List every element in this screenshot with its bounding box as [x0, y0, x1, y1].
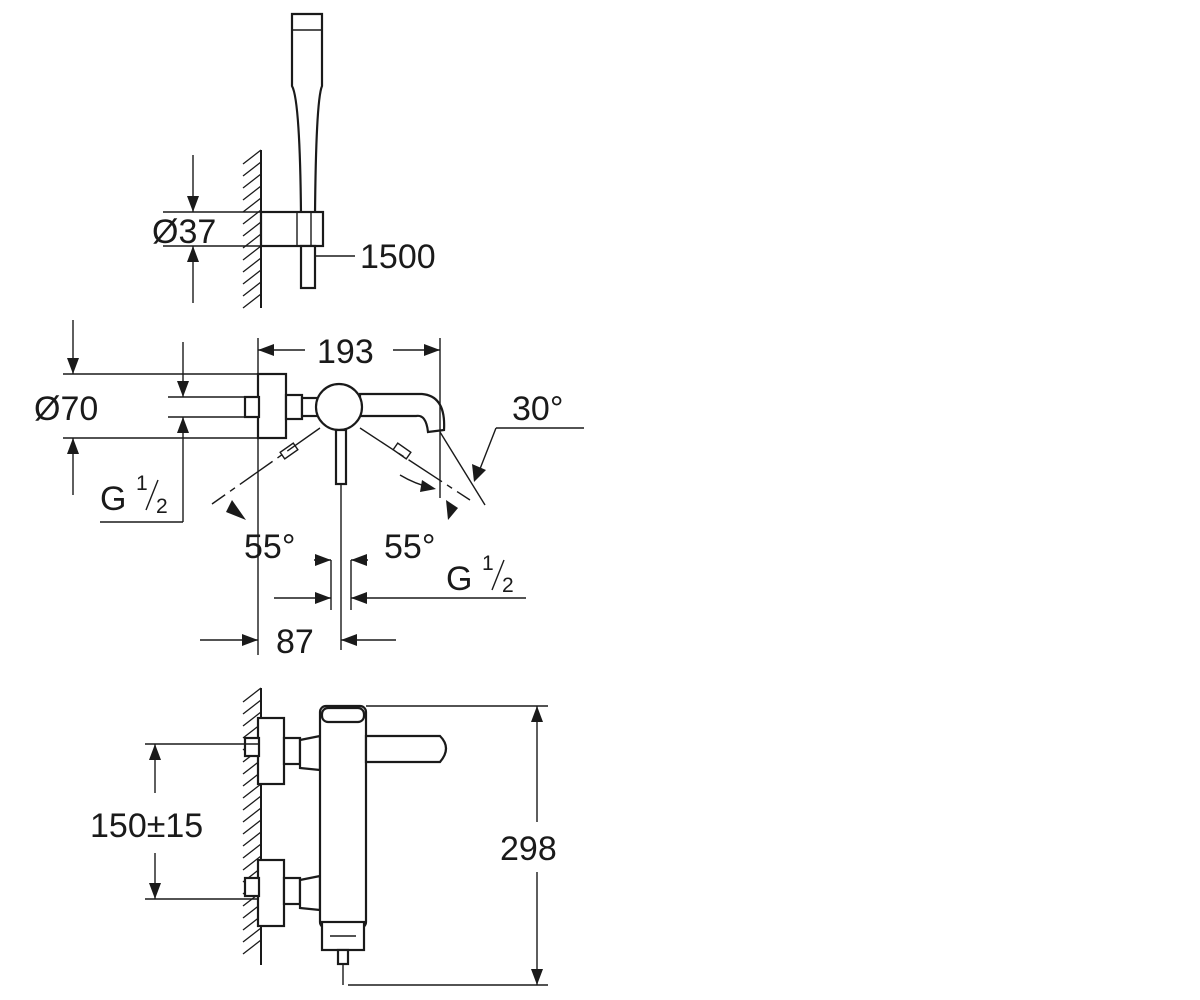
height-label: 298 — [500, 830, 557, 868]
hatch-line — [242, 269, 262, 285]
thread-left-dimension: G 1 2 — [100, 342, 245, 523]
front-view: 150±15 298 — [90, 687, 557, 986]
hatch-line — [242, 257, 262, 273]
hatch-line — [242, 783, 262, 799]
hatch-line — [242, 807, 262, 823]
hose-length-dimension: 1500 — [315, 238, 436, 276]
thread-left-label: G — [100, 480, 126, 518]
centres-label: 150±15 — [90, 807, 203, 845]
spout-angle-label: 30° — [512, 390, 563, 428]
hatch-line — [242, 843, 262, 859]
hatch-line — [242, 831, 262, 847]
hand-shower-view: Ø37 1500 — [152, 12, 436, 309]
hatch-line — [242, 185, 262, 201]
thread-right-denominator: 2 — [502, 574, 514, 597]
hatch-line — [242, 245, 262, 261]
hatch-line — [242, 699, 262, 715]
hatch-line — [242, 281, 262, 297]
hatch-line — [242, 197, 262, 213]
hatch-line — [242, 939, 262, 955]
thread-right-numerator: 1 — [482, 552, 494, 575]
hatch-line — [242, 819, 262, 835]
hatch-line — [242, 221, 262, 237]
height-dimension: 298 — [348, 705, 557, 986]
rosette-diameter-label: Ø70 — [34, 390, 98, 428]
projection-dimension: 193 — [257, 333, 441, 498]
centres-dimension: 150±15 — [90, 743, 258, 900]
mixer-top-view-icon — [211, 372, 471, 650]
hatch-line — [242, 687, 262, 703]
wall-hatch-icon — [242, 149, 262, 309]
hatch-line — [242, 293, 262, 309]
lever-angle-dimensions: 55° 55° — [226, 500, 458, 566]
hatch-line — [242, 711, 262, 727]
wall-to-outlet-dimension: 87 — [200, 438, 396, 661]
lever-angle-right-label: 55° — [384, 528, 435, 566]
mixer-front-view-icon — [243, 704, 448, 985]
spout-angle-dimension: 30° — [439, 390, 584, 506]
thread-left-denominator: 2 — [156, 495, 168, 518]
hatch-line — [242, 855, 262, 871]
projection-label: 193 — [317, 333, 374, 371]
hatch-line — [242, 927, 262, 943]
lever-angle-left-label: 55° — [244, 528, 295, 566]
holder-diameter-dimension: Ø37 — [152, 155, 261, 303]
rosette-diameter-dimension: Ø70 — [34, 320, 258, 495]
hand-shower-icon — [259, 12, 325, 290]
hose-length-label: 1500 — [360, 238, 436, 276]
wall-to-outlet-label: 87 — [276, 623, 314, 661]
hatch-line — [242, 161, 262, 177]
thread-right-label: G — [446, 560, 472, 598]
thread-left-numerator: 1 — [136, 472, 148, 495]
hatch-line — [242, 149, 262, 165]
thread-right-dimension: G 1 2 — [274, 552, 526, 604]
top-view: 193 Ø70 G 1 2 — [34, 320, 584, 661]
hatch-line — [242, 173, 262, 189]
holder-diameter-label: Ø37 — [152, 213, 216, 251]
hatch-line — [242, 795, 262, 811]
